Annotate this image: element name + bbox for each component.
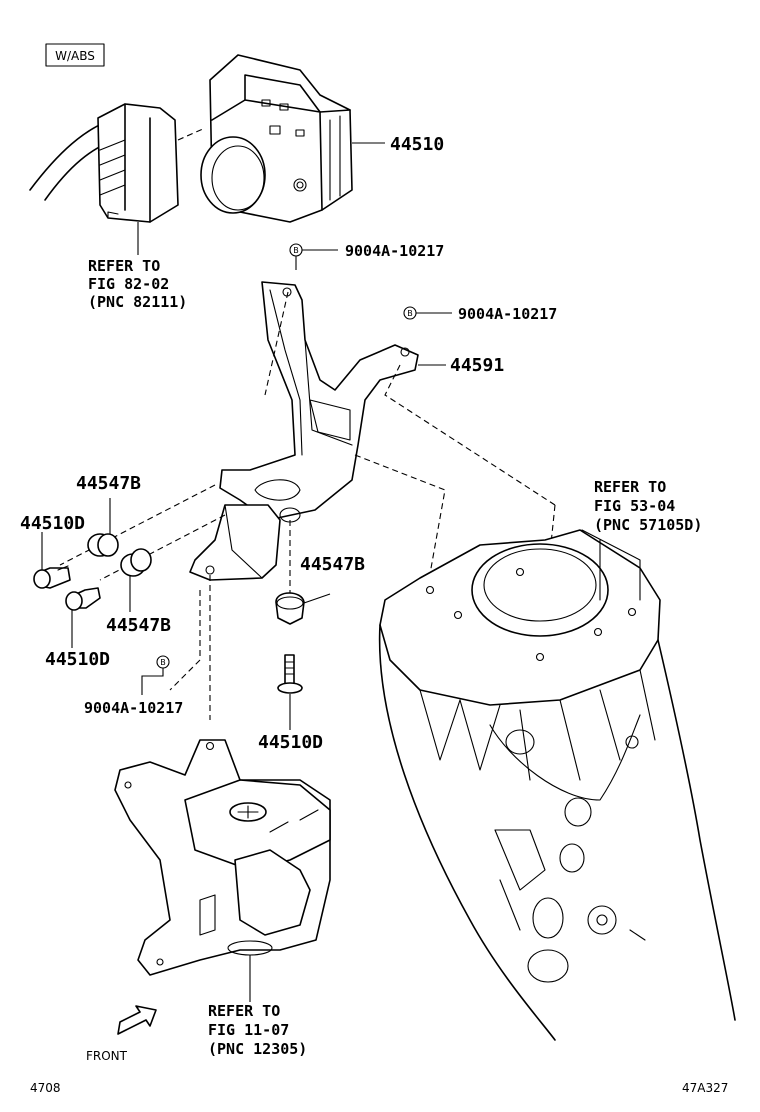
condition-box: W/ABS — [45, 43, 105, 67]
collar-upper-drawing — [33, 532, 71, 589]
front-arrow — [117, 1005, 157, 1035]
refer-brake-tube[interactable]: REFER TO FIG 82-02 (PNC 82111) — [88, 257, 187, 311]
abs-actuator-drawing — [200, 54, 385, 223]
bolt-top-callout: B — [289, 243, 338, 270]
bolt-right-callout: B — [403, 306, 452, 320]
svg-text:B: B — [407, 309, 413, 318]
svg-text:B: B — [160, 658, 166, 667]
refer-engine-line-2: FIG 11-07 — [208, 1021, 289, 1039]
refer-body-line-3: (PNC 57105D) — [594, 516, 702, 534]
bolt-lower-callout: B — [141, 655, 170, 695]
refer-brake-line-2: FIG 82-02 — [88, 275, 169, 293]
part-number-bracket[interactable]: 44591 — [450, 355, 504, 376]
refer-brake-line-3: (PNC 82111) — [88, 293, 187, 311]
refer-body-line-2: FIG 53-04 — [594, 497, 675, 515]
engine-mount-drawing — [114, 739, 331, 1002]
refer-engine-line-1: REFER TO — [208, 1002, 280, 1020]
cushion-upper-drawing — [87, 498, 119, 557]
front-label: FRONT — [86, 1049, 128, 1063]
refer-engine-line-3: (PNC 12305) — [208, 1040, 307, 1058]
part-number-bolt-right[interactable]: 9004A-10217 — [458, 305, 557, 323]
bracket-drawing — [189, 281, 446, 581]
part-number-collar-left[interactable]: 44510D — [45, 649, 110, 670]
part-number-actuator[interactable]: 44510 — [390, 134, 444, 155]
refer-engine-mount[interactable]: REFER TO FIG 11-07 (PNC 12305) — [208, 1002, 307, 1058]
cushion-center-drawing — [275, 592, 331, 625]
assembly-lines — [59, 291, 556, 720]
cushion-left-drawing — [120, 548, 152, 612]
part-number-bolt-lower[interactable]: 9004A-10217 — [84, 699, 183, 717]
illustration-code: 47A327 — [682, 1081, 728, 1095]
part-number-collar-center[interactable]: 44510D — [258, 732, 323, 753]
part-number-cushion-upper[interactable]: 44547B — [76, 473, 141, 494]
part-number-cushion-center[interactable]: 44547B — [300, 554, 365, 575]
brake-connector-drawing — [29, 103, 206, 255]
part-number-collar-upper[interactable]: 44510D — [20, 513, 85, 534]
collar-left-drawing — [65, 587, 101, 648]
body-panel-drawing — [378, 529, 736, 1041]
refer-brake-line-1: REFER TO — [88, 257, 160, 275]
part-number-bolt-top[interactable]: 9004A-10217 — [345, 242, 444, 260]
svg-text:B: B — [293, 246, 299, 255]
condition-label: W/ABS — [55, 49, 95, 63]
refer-body-panel[interactable]: REFER TO FIG 53-04 (PNC 57105D) — [594, 478, 702, 534]
page-code-left: 4708 — [30, 1081, 61, 1095]
collar-center-drawing — [277, 654, 303, 730]
refer-body-line-1: REFER TO — [594, 478, 666, 496]
part-number-cushion-left[interactable]: 44547B — [106, 615, 171, 636]
